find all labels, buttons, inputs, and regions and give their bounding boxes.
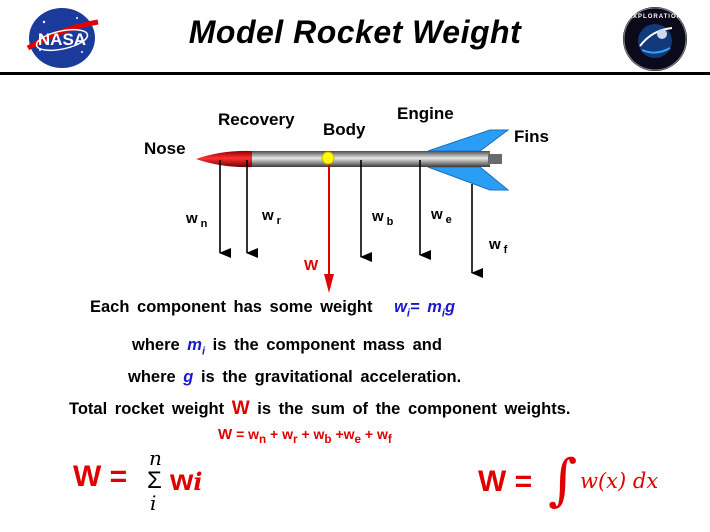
exploration-logo: EXPLORATION	[623, 7, 687, 71]
center-of-gravity-dot	[321, 151, 335, 165]
sum-term: wi	[170, 464, 203, 497]
weight-total: W	[304, 257, 319, 274]
text-line-1: Each component has some weight wi= mig	[90, 298, 456, 320]
arrow-total-weight	[324, 274, 334, 293]
label-engine: Engine	[397, 104, 454, 123]
label-fins: Fins	[514, 127, 549, 146]
svg-text:NASA: NASA	[38, 30, 86, 49]
integral-symbol: ∫	[548, 448, 578, 513]
lower-fin	[427, 166, 510, 191]
rocket-body	[250, 151, 490, 167]
nose-cone	[196, 150, 252, 168]
integral-body: w(x) dx	[580, 469, 659, 493]
upper-fin	[427, 129, 510, 152]
label-nose: Nose	[144, 139, 186, 158]
label-body: Body	[323, 120, 366, 139]
engine-nozzle	[488, 154, 502, 164]
sigma-symbol: Σ	[147, 467, 162, 494]
sum-line: W = wn + wr + wb +we + wf	[218, 426, 392, 446]
rocket-diagram	[196, 129, 510, 293]
equation-sum: W =	[73, 460, 128, 493]
page-title: Model Rocket Weight	[188, 14, 522, 50]
text-line-3: where g is the gravitational acceleratio…	[128, 368, 462, 386]
header-divider	[0, 72, 710, 75]
equation-integral: W =	[478, 465, 533, 498]
nasa-logo: NASA	[26, 8, 99, 68]
formula-wi: wi= mig	[394, 298, 456, 320]
label-recovery: Recovery	[218, 110, 295, 129]
text-line-4: Total rocket weight W is the sum of the …	[69, 398, 571, 419]
sum-lower-limit: i	[150, 491, 157, 515]
svg-text:EXPLORATION: EXPLORATION	[628, 14, 682, 20]
sum-upper-limit: n	[149, 446, 162, 470]
text-line-2: where mi is the component mass and	[132, 336, 442, 358]
